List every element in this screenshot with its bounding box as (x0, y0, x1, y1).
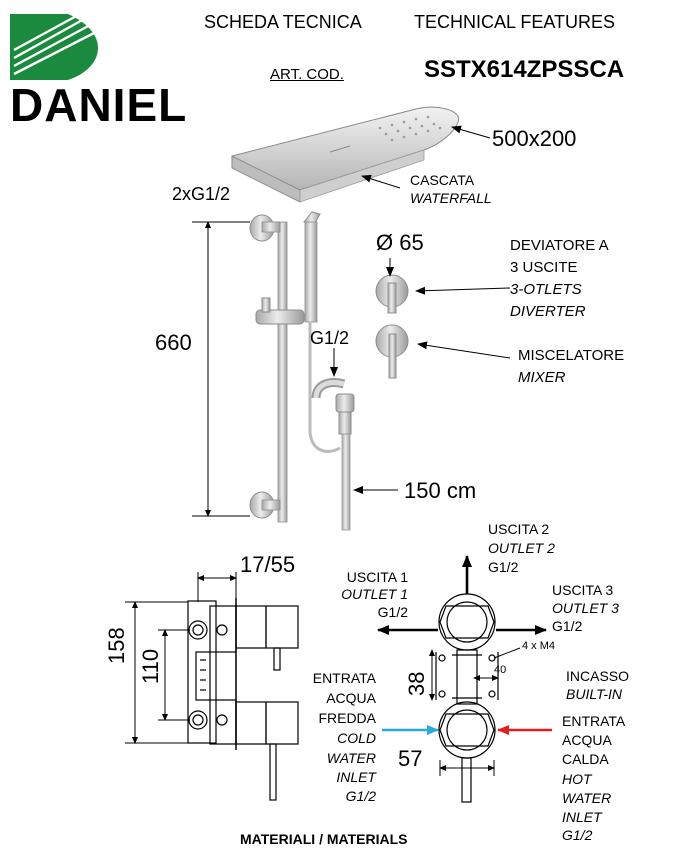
deviatore-line1: DEVIATORE A (510, 237, 609, 254)
cold-line4: COLD (337, 730, 376, 746)
dim-38: 38 (404, 671, 429, 696)
diameter-label: Ø 65 (376, 230, 424, 255)
cold-line2: ACQUA (326, 690, 376, 706)
built-in-label: BUILT-IN (566, 686, 623, 702)
dimension-660 (192, 221, 250, 517)
cold-line7: G1/2 (345, 788, 376, 804)
g12-u1-label: G1/2 (377, 604, 408, 620)
side-dimensions (125, 572, 237, 744)
cold-line3: FREDDA (318, 710, 376, 726)
daniel-logo (10, 12, 98, 80)
diverter-line1: 3-OTLETS (510, 281, 582, 298)
front-section-drawing (435, 593, 499, 803)
g12-u3-label: G1/2 (552, 618, 583, 634)
diverter-drawing (375, 274, 409, 314)
outlet1-label: OUTLET 1 (341, 586, 408, 602)
materials-heading: MATERIALI / MATERIALS (240, 831, 408, 847)
title-en: TECHNICAL FEATURES (414, 12, 616, 32)
hot-line1: ENTRATA (562, 713, 626, 729)
dim-57: 57 (398, 746, 423, 771)
diverter-line2: DIVERTER (510, 303, 586, 320)
side-section-drawing (187, 598, 299, 801)
dim-40: 40 (494, 664, 507, 676)
art-label: ART. COD. (270, 66, 344, 83)
hot-line4: HOT (562, 771, 592, 787)
uscita3-label: USCITA 3 (552, 582, 614, 598)
dim-110: 110 (138, 648, 163, 684)
hot-line6: INLET (562, 809, 602, 825)
slide-bar-drawing (249, 211, 341, 523)
g12-mid-label: G1/2 (310, 328, 350, 348)
outlet3-label: OUTLET 3 (552, 600, 619, 616)
uscita2-label: USCITA 2 (488, 521, 550, 537)
cold-line5: WATER (326, 750, 376, 766)
hot-line7: G1/2 (562, 827, 593, 843)
hose-drawing (311, 378, 355, 531)
cold-line1: ENTRATA (312, 670, 376, 686)
hot-line2: ACQUA (562, 732, 612, 748)
mixer-label: MIXER (518, 369, 566, 386)
mixer-drawing (375, 324, 409, 379)
outlet2-label: OUTLET 2 (488, 540, 555, 556)
conn-top-label: 2xG1/2 (172, 184, 231, 204)
uscita1-label: USCITA 1 (346, 569, 408, 585)
hose-length-label: 150 cm (404, 478, 477, 503)
dim-17-55: 17/55 (240, 552, 296, 577)
waterfall-label: WATERFALL (410, 190, 492, 206)
m4-label: 4 x M4 (522, 640, 556, 652)
g12-u2-label: G1/2 (488, 559, 519, 575)
cascata-label: CASCATA (410, 172, 475, 188)
front-dimensions (429, 647, 521, 776)
dim-158: 158 (104, 627, 129, 664)
cold-line6: INLET (336, 769, 376, 785)
hot-line3: CALDA (562, 751, 609, 767)
height-label: 660 (155, 330, 192, 355)
hot-line5: WATER (562, 790, 612, 806)
art-code: SSTX614ZPSSCA (424, 56, 625, 83)
brand-name: DANIEL (10, 79, 188, 131)
title-it: SCHEDA TECNICA (204, 12, 362, 32)
miscelatore-label: MISCELATORE (518, 347, 625, 364)
deviatore-line2: 3 USCITE (510, 259, 578, 276)
size-label: 500x200 (492, 126, 577, 151)
incasso-label: INCASSO (566, 668, 630, 684)
